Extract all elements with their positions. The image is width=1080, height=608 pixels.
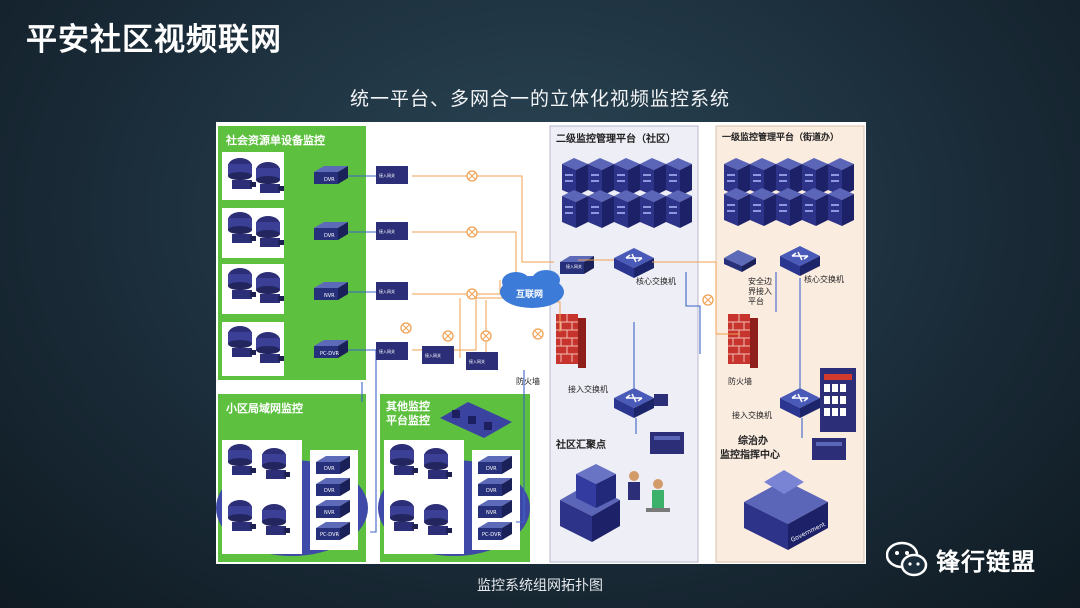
camera-row-4 xyxy=(222,322,284,376)
brand-name: 锋行链盟 xyxy=(936,547,1036,576)
street-core-switch: 核心交换机 xyxy=(779,245,844,284)
svg-text:接入网关: 接入网关 xyxy=(379,172,395,178)
street-edge-platform: 安全边 界接入 平台 xyxy=(724,250,772,306)
svg-text:接入网关: 接入网关 xyxy=(379,228,395,234)
other-panel-title-1: 其他监控 xyxy=(386,399,430,413)
topology-diagram: 社会资源单设备监控 DVR DVR NVR xyxy=(216,122,866,564)
community-platform-panel: 二级监控管理平台（社区） 核心交换机 接入网关 防火墙 接入交换机 社区汇聚点 xyxy=(516,125,699,563)
svg-text:DVR: DVR xyxy=(486,466,497,472)
svg-text:核心交换机: 核心交换机 xyxy=(804,274,844,284)
camera-row-2 xyxy=(222,208,284,258)
svg-text:平台: 平台 xyxy=(748,296,764,306)
social-panel-title: 社会资源单设备监控 xyxy=(225,133,325,147)
svg-text:DVR: DVR xyxy=(324,488,335,494)
community-hub-label: 社区汇聚点 xyxy=(555,438,606,451)
community-platform-title: 二级监控管理平台（社区） xyxy=(556,132,676,145)
recorder-1: DVR xyxy=(314,166,348,184)
svg-text:界接入: 界接入 xyxy=(748,286,772,296)
svg-text:接入网关: 接入网关 xyxy=(425,352,441,358)
street-platform-title: 一级监控管理平台（街道办） xyxy=(722,131,839,143)
svg-text:防火墙: 防火墙 xyxy=(728,376,752,386)
svg-text:接入网关: 接入网关 xyxy=(469,358,485,364)
community-gateway: 接入网关 xyxy=(560,256,594,274)
street-access-switch: 接入交换机 xyxy=(732,387,821,420)
camera-row-3 xyxy=(222,264,284,314)
street-firewall: 防火墙 xyxy=(727,313,759,386)
video-wall xyxy=(820,368,856,432)
svg-text:DVR: DVR xyxy=(324,177,335,183)
svg-text:DVR: DVR xyxy=(324,466,335,472)
lan-monitor-panel: 小区局域网监控 DVR DVR NVR PC-DVR xyxy=(216,394,368,562)
operator-figures xyxy=(628,471,670,512)
community-hub-buildings xyxy=(560,464,620,542)
svg-text:核心交换机: 核心交换机 xyxy=(636,276,676,286)
svg-text:DVR: DVR xyxy=(324,233,335,239)
svg-text:NVR: NVR xyxy=(486,510,497,516)
svg-text:NVR: NVR xyxy=(324,293,335,299)
community-server-cluster xyxy=(562,158,692,228)
recorder-2: DVR xyxy=(314,222,348,240)
page-title: 平安社区视频联网 xyxy=(26,22,282,58)
svg-text:NVR: NVR xyxy=(324,510,335,516)
command-center-label-1: 综治办 xyxy=(738,434,768,447)
brand-watermark: 锋行链盟 xyxy=(886,541,1036,577)
svg-text:PC-DVR: PC-DVR xyxy=(482,532,501,538)
svg-text:PC-DVR: PC-DVR xyxy=(320,351,339,357)
svg-text:防火墙: 防火墙 xyxy=(516,376,540,386)
wechat-icon xyxy=(886,541,928,577)
recorder-4: PC-DVR xyxy=(314,340,348,358)
recorder-3: NVR xyxy=(314,282,348,300)
camera-row-1 xyxy=(222,152,284,200)
svg-text:安全边: 安全边 xyxy=(748,276,772,286)
street-platform-panel: 一级监控管理平台（街道办） 安全边 界接入 平台 核心交换机 防火墙 xyxy=(715,125,865,563)
svg-text:接入网关: 接入网关 xyxy=(379,348,395,354)
community-core-switch: 核心交换机 xyxy=(613,247,676,286)
command-center-label-2: 监控指挥中心 xyxy=(720,448,780,461)
other-monitor-panel: 其他监控 平台监控 DVR DVR NVR PC-DVR xyxy=(378,394,530,562)
svg-text:PC-DVR: PC-DVR xyxy=(320,532,339,538)
svg-text:DVR: DVR xyxy=(486,488,497,494)
page-subtitle: 统一平台、多网合一的立体化视频监控系统 xyxy=(349,88,730,110)
community-access-switch: 接入交换机 xyxy=(568,384,655,419)
svg-text:接入交换机: 接入交换机 xyxy=(732,410,772,420)
lan-panel-title: 小区局域网监控 xyxy=(225,401,303,415)
svg-text:接入网关: 接入网关 xyxy=(566,263,582,269)
other-panel-title-2: 平台监控 xyxy=(386,413,430,427)
street-server-cluster xyxy=(724,158,854,226)
internet-label: 互联网 xyxy=(516,288,543,300)
social-resources-panel: 社会资源单设备监控 DVR DVR NVR xyxy=(218,126,366,380)
network-links: 接入网关 接入网关 接入网关 接入网关 接入网关 接入网关 xyxy=(348,166,803,533)
internet-cloud: 互联网 xyxy=(500,270,564,308)
svg-text:接入网关: 接入网关 xyxy=(379,288,395,294)
community-firewall: 防火墙 xyxy=(516,313,587,386)
svg-text:接入交换机: 接入交换机 xyxy=(568,384,608,394)
diagram-caption: 监控系统组网拓扑图 xyxy=(477,578,603,594)
